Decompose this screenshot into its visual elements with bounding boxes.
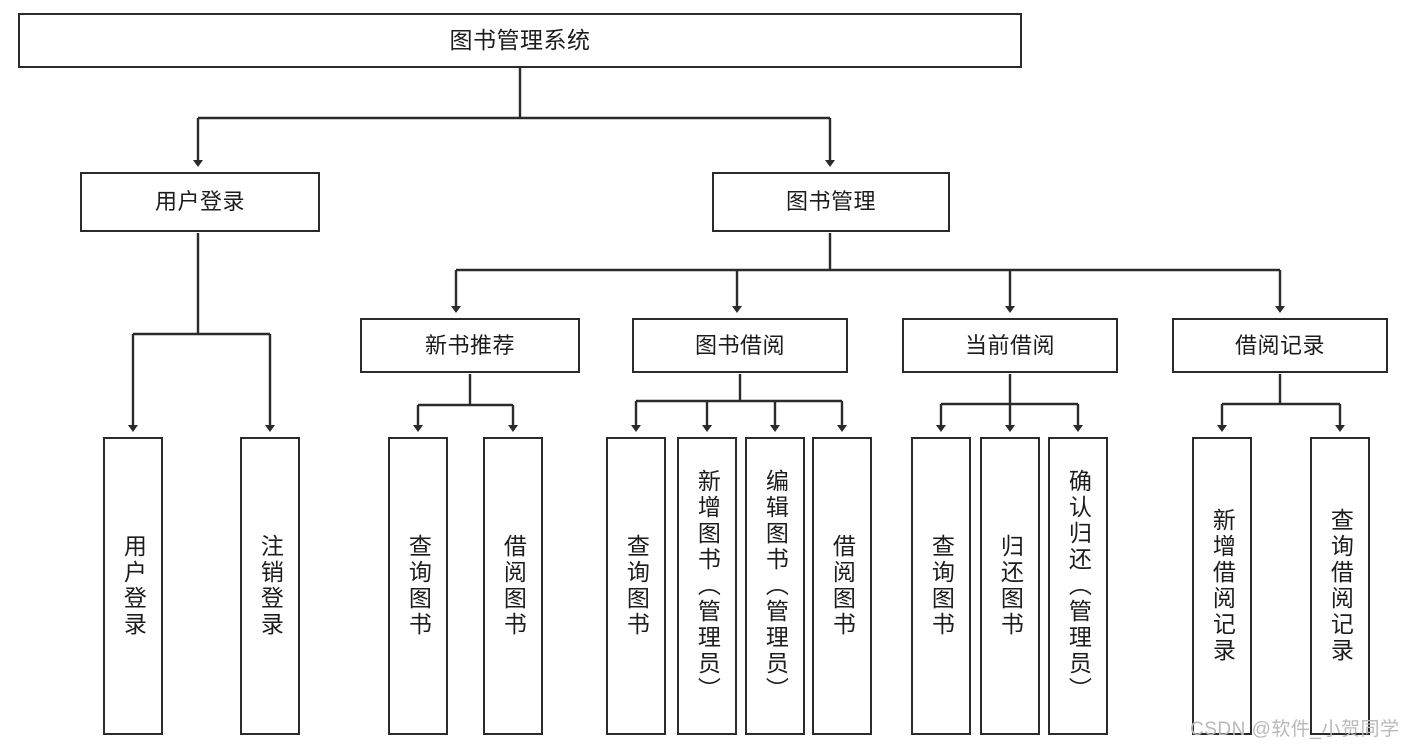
node-label: 编辑图书（管理员） xyxy=(762,469,789,703)
node-label: 查询借阅记录 xyxy=(1327,508,1354,664)
leaf-current-return-book[interactable]: 归还图书 xyxy=(980,437,1040,735)
node-label: 借阅图书 xyxy=(829,534,856,638)
node-current-borrow[interactable]: 当前借阅 xyxy=(902,318,1118,373)
node-new-book-recommend[interactable]: 新书推荐 xyxy=(360,318,580,373)
leaf-current-confirm-return-admin[interactable]: 确认归还（管理员） xyxy=(1048,437,1108,735)
node-label: 新书推荐 xyxy=(424,332,515,358)
node-book-management[interactable]: 图书管理 xyxy=(712,172,950,232)
leaf-record-add-record[interactable]: 新增借阅记录 xyxy=(1192,437,1252,735)
leaf-borrow-add-book-admin[interactable]: 新增图书（管理员） xyxy=(677,437,737,735)
leaf-user-login-login[interactable]: 用户登录 xyxy=(103,437,163,735)
leaf-recommend-borrow-book[interactable]: 借阅图书 xyxy=(483,437,543,735)
node-label: 归还图书 xyxy=(997,534,1024,638)
node-label: 图书管理 xyxy=(785,189,876,215)
node-root-system[interactable]: 图书管理系统 xyxy=(18,13,1022,68)
node-label: 确认归还（管理员） xyxy=(1065,469,1092,703)
leaf-borrow-query-book[interactable]: 查询图书 xyxy=(606,437,666,735)
node-label: 借阅记录 xyxy=(1234,332,1325,358)
leaf-borrow-edit-book-admin[interactable]: 编辑图书（管理员） xyxy=(745,437,805,735)
node-book-borrow[interactable]: 图书借阅 xyxy=(632,318,848,373)
node-label: 用户登录 xyxy=(120,534,147,638)
node-label: 查询图书 xyxy=(623,534,650,638)
node-label: 注销登录 xyxy=(257,534,284,638)
node-label: 用户登录 xyxy=(154,189,245,215)
leaf-recommend-query-book[interactable]: 查询图书 xyxy=(388,437,448,735)
leaf-current-query-book[interactable]: 查询图书 xyxy=(911,437,971,735)
node-label: 图书管理系统 xyxy=(449,26,591,53)
node-label: 当前借阅 xyxy=(964,332,1055,358)
node-user-login[interactable]: 用户登录 xyxy=(80,172,320,232)
csdn-watermark: CSDN @软件_小贺同学 xyxy=(1190,719,1400,740)
leaf-borrow-borrow-book[interactable]: 借阅图书 xyxy=(812,437,872,735)
node-label: 图书借阅 xyxy=(694,332,785,358)
leaf-user-login-logout[interactable]: 注销登录 xyxy=(240,437,300,735)
node-label: 查询图书 xyxy=(405,534,432,638)
node-label: 新增借阅记录 xyxy=(1209,508,1236,664)
node-label: 借阅图书 xyxy=(500,534,527,638)
node-label: 查询图书 xyxy=(928,534,955,638)
leaf-record-query-record[interactable]: 查询借阅记录 xyxy=(1310,437,1370,735)
node-label: 新增图书（管理员） xyxy=(694,469,721,703)
node-borrow-record[interactable]: 借阅记录 xyxy=(1172,318,1388,373)
